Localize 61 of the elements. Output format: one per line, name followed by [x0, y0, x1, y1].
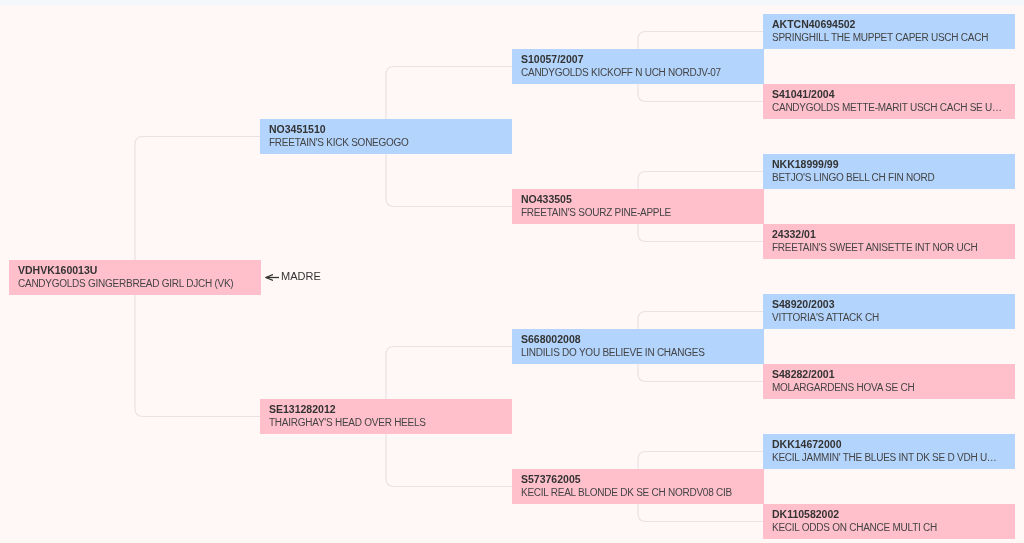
pedigree-connector	[637, 83, 764, 103]
dog-name: KECIL REAL BLONDE DK SE CH NORDV08 CIB	[521, 486, 732, 499]
pedigree-card	[763, 294, 1015, 329]
registration-number: S41041/2004	[772, 88, 835, 101]
registration-number: 24332/01	[772, 228, 816, 241]
registration-number: SE131282012	[269, 403, 336, 416]
pedigree-card	[763, 434, 1015, 469]
registration-number: AKTCN40694502	[772, 18, 856, 31]
pedigree-card	[260, 399, 512, 434]
registration-number: S48282/2001	[772, 368, 835, 381]
pedigree-connector	[637, 223, 764, 243]
dog-name: FREETAIN'S SOURZ PINE-APPLE	[521, 206, 671, 219]
pedigree-card	[512, 329, 764, 364]
dog-name: THAIRGHAY'S HEAD OVER HEELS	[269, 416, 426, 429]
pedigree-card	[9, 260, 261, 295]
pedigree-card	[512, 189, 764, 224]
pedigree-connector	[134, 294, 261, 418]
registration-number: S573762005	[521, 473, 581, 486]
pedigree-connector	[385, 65, 513, 120]
pedigree-card	[763, 504, 1015, 539]
registration-number: VDHVK160013U	[18, 264, 98, 277]
pedigree-connector	[385, 153, 513, 208]
dog-name: SPRINGHILL THE MUPPET CAPER USCH CACH	[772, 31, 989, 44]
pointer-arrow	[265, 273, 280, 282]
pedigree-card	[512, 469, 764, 504]
dog-name: CANDYGOLDS GINGERBREAD GIRL DJCH (VK)	[18, 277, 234, 290]
pedigree-card	[763, 364, 1015, 399]
pedigree-card	[512, 49, 764, 84]
dog-name: LINDILIS DO YOU BELIEVE IN CHANGES	[521, 346, 705, 359]
registration-number: S48920/2003	[772, 298, 835, 311]
registration-number: NO433505	[521, 193, 572, 206]
pedigree-card	[763, 154, 1015, 189]
pedigree-card	[763, 84, 1015, 119]
pedigree-card	[763, 14, 1015, 49]
pedigree-connector	[637, 503, 764, 523]
dog-name: MOLARGARDENS HOVA SE CH	[772, 381, 915, 394]
pointer-label: MADRE	[281, 270, 321, 282]
pedigree-connector	[637, 30, 764, 50]
dog-name: KECIL JAMMIN' THE BLUES INT DK SE D VDH U…	[772, 451, 997, 464]
pedigree-card	[763, 224, 1015, 259]
registration-number: DKK14672000	[772, 438, 842, 451]
dog-name: CANDYGOLDS KICKOFF N UCH NORDJV-07	[521, 66, 721, 79]
dog-name: KECIL ODDS ON CHANCE MULTI CH	[772, 521, 937, 534]
pedigree-connector	[637, 310, 764, 330]
pedigree-connector	[385, 345, 513, 400]
registration-number: S668002008	[521, 333, 581, 346]
pedigree-connector	[637, 363, 764, 383]
pedigree-connector	[134, 135, 261, 261]
registration-number: NO3451510	[269, 123, 326, 136]
pedigree-connector	[385, 433, 513, 488]
registration-number: NKK18999/99	[772, 158, 839, 171]
dog-name: FREETAIN'S SWEET ANISETTE INT NOR UCH	[772, 241, 978, 254]
pedigree-card	[260, 119, 512, 154]
dog-name: VITTORIA'S ATTACK CH	[772, 311, 879, 324]
dog-name: FREETAIN'S KICK SONEGOGO	[269, 136, 409, 149]
dog-name: BETJO'S LINGO BELL CH FIN NORD	[772, 171, 935, 184]
registration-number: DK110582002	[772, 508, 840, 521]
registration-number: S10057/2007	[521, 53, 584, 66]
dog-name: CANDYGOLDS METTE-MARIT USCH CACH SE U…	[772, 101, 1002, 114]
pedigree-connector	[637, 170, 764, 190]
pedigree-connector	[637, 450, 764, 470]
